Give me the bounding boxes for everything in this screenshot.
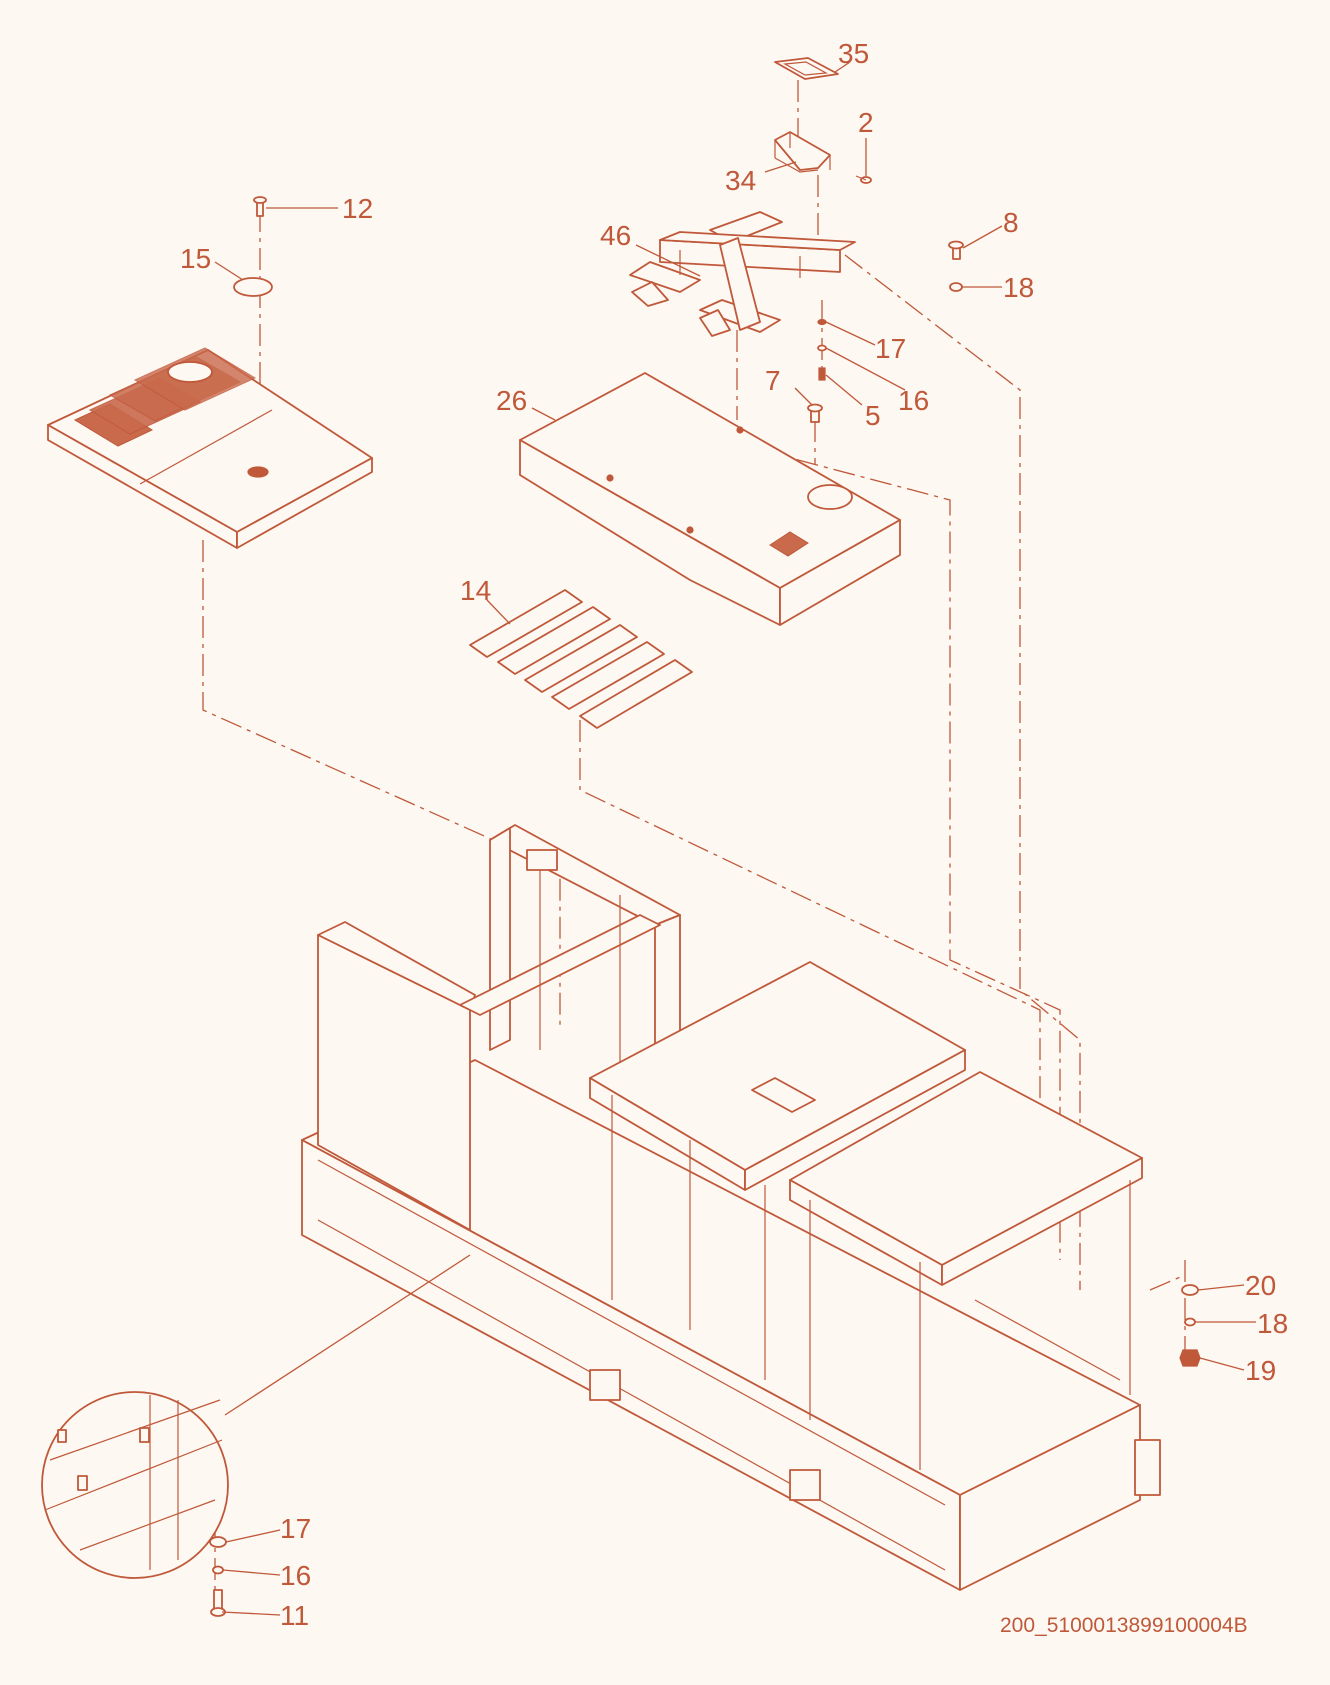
- canopy-left-section: [317, 824, 681, 1231]
- label-15: 15: [180, 243, 211, 274]
- label-17-bottom: 17: [280, 1513, 311, 1544]
- label-8: 8: [1003, 207, 1019, 238]
- part-7-bolt: [807, 403, 823, 423]
- label-46: 46: [600, 220, 631, 251]
- label-14: 14: [460, 575, 491, 606]
- part-26-fuel-tank: [519, 372, 901, 626]
- part-34-bracket: [774, 131, 831, 173]
- part-2-screw: [855, 175, 872, 184]
- part-12-screw: [253, 196, 267, 217]
- label-7: 7: [765, 365, 781, 396]
- enclosure-base-frame: [301, 1059, 1141, 1591]
- label-34: 34: [725, 165, 756, 196]
- drawing-number: 200_5100013899100004B: [1000, 1614, 1248, 1637]
- label-12: 12: [342, 193, 373, 224]
- bottom-fastener-stack: [209, 1536, 227, 1617]
- label-35: 35: [838, 38, 869, 69]
- label-18-right: 18: [1257, 1308, 1288, 1339]
- label-26: 26: [496, 385, 527, 416]
- part-46-lifting-frame: [629, 211, 856, 337]
- part-35-gasket: [774, 57, 839, 80]
- label-16-bottom: 16: [280, 1560, 311, 1591]
- label-2: 2: [858, 107, 874, 138]
- part-18-washer-top: [949, 282, 963, 292]
- label-18-top: 18: [1003, 272, 1034, 303]
- label-leaders: [214, 61, 1256, 1616]
- label-16-top: 16: [898, 385, 929, 416]
- detail-view-circle: [41, 1254, 471, 1579]
- canopy-right-section: [789, 1071, 1161, 1496]
- roof-panel: [47, 347, 373, 549]
- label-17-top: 17: [875, 333, 906, 364]
- part-14-strips: [469, 589, 693, 729]
- part-number-labels: 35 2 34 12 8 46 18 15 17 7 16 26 5 14 20…: [180, 38, 1288, 1631]
- label-19: 19: [1245, 1355, 1276, 1386]
- label-11: 11: [280, 1600, 309, 1631]
- label-20: 20: [1245, 1270, 1276, 1301]
- label-5: 5: [865, 400, 881, 431]
- part-8-bolt: [948, 240, 964, 260]
- right-fastener-stack: [1179, 1284, 1201, 1367]
- part-15-washer: [233, 277, 273, 297]
- canopy-middle-section: [589, 961, 966, 1380]
